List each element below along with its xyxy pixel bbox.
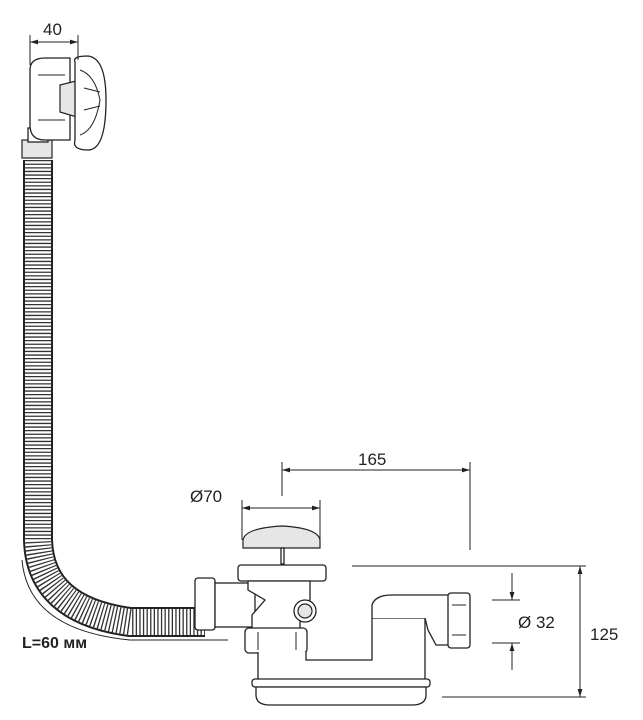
overflow-head [21, 55, 107, 159]
drain-body [194, 525, 471, 706]
dim-offset: 165 [358, 450, 386, 469]
dimension-lines [29, 35, 586, 698]
dim-overflow-width: 40 [43, 20, 62, 39]
dim-plug-diameter: Ø70 [190, 487, 222, 506]
dim-outlet-diameter: Ø 32 [518, 613, 555, 632]
hose-length-label: L=60 мм [22, 635, 87, 652]
flexible-hose [21, 160, 228, 641]
dim-height: 125 [590, 625, 618, 644]
